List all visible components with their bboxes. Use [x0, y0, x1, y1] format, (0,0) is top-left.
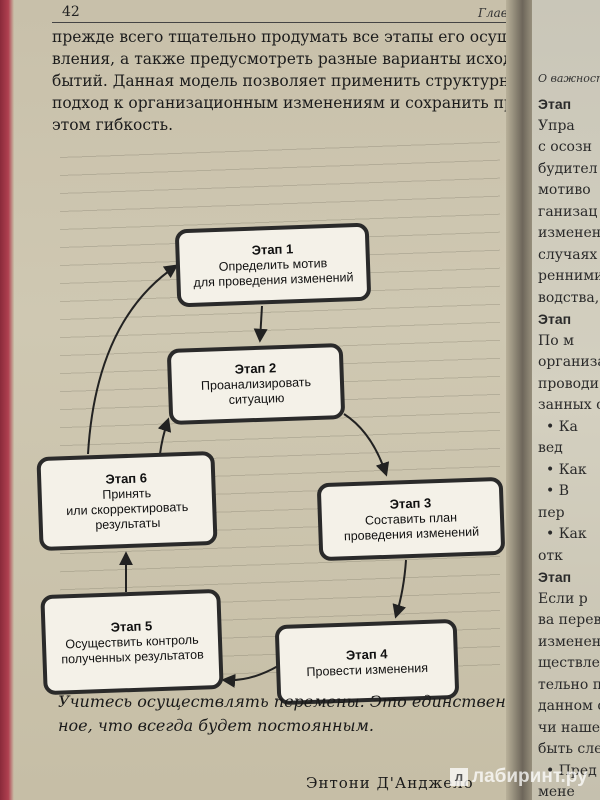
right-page-line: чи нашег [538, 719, 600, 736]
paragraph-line: этом гибкость. [52, 116, 173, 134]
stage-1-box: Этап 1 Определить мотив для проведения и… [174, 222, 372, 308]
right-page-line: занных с [538, 397, 600, 413]
book-cover-edge [0, 0, 14, 800]
right-running-head: О важност [538, 72, 600, 85]
body-paragraph: прежде всего тщательно продумать все эта… [52, 26, 516, 136]
right-page-line: ществлен [538, 655, 600, 671]
right-page-line: тельно пр [538, 676, 600, 693]
right-page-line: мотиво [538, 182, 591, 198]
stage-title: Этап 4 [345, 645, 388, 663]
page-number: 42 [62, 4, 80, 20]
paragraph-line: вления, а также предусмотреть разные вар… [52, 50, 516, 68]
right-page-line: будител [538, 160, 598, 177]
stage-text: для проведения изменений [193, 270, 354, 290]
right-page-line: • Как [546, 461, 587, 478]
stage-text: Принять [102, 485, 152, 502]
stage-title: Этап 2 [234, 360, 277, 377]
arrow-6-to-2 [157, 417, 172, 455]
stage-3-box: Этап 3 Составить план проведения изменен… [316, 476, 506, 562]
labirint-logo-icon: л [450, 767, 468, 786]
stage-text: результаты [95, 515, 161, 532]
arrow-2-to-3 [343, 413, 390, 477]
quote-line: Учитесь осуществлять перемены. Это единс… [58, 692, 512, 711]
stage-title: Этап 6 [105, 469, 148, 487]
right-page-line: ренними [538, 268, 600, 284]
stage-text: ситуацию [228, 391, 285, 407]
stage-5-box: Этап 5 Осуществить контроль полученных р… [40, 588, 224, 696]
epigraph-quote: Учитесь осуществлять перемены. Это единс… [58, 690, 512, 738]
cycle-arrows [87, 264, 407, 688]
book-gutter [506, 0, 536, 800]
right-page-line: водства, [538, 289, 600, 306]
arrow-6-to-1 [87, 264, 179, 455]
stage-title: Этап 3 [389, 495, 432, 512]
paragraph-line: прежде всего тщательно продумать все эта… [52, 28, 516, 46]
quote-author: Энтони Д'Анджело [306, 774, 474, 792]
quote-line: ное, что всегда будет постоянным. [58, 716, 374, 735]
right-page-line: ганизац [538, 203, 598, 220]
right-page-line: • Пред [546, 762, 597, 779]
right-page-line: Этап [538, 96, 572, 112]
paragraph-line: подход к организационным изменениям и со… [52, 94, 516, 112]
watermark-text: лабиринт.ру [472, 766, 588, 787]
arrow-1-to-2 [253, 305, 268, 343]
right-page-line: Упра [538, 117, 575, 134]
arrow-3-to-4 [392, 559, 407, 619]
right-page-line: случаях [538, 246, 598, 263]
right-page-line: • В [546, 483, 569, 499]
right-page-line: быть след [538, 741, 600, 757]
stage-text: проведения изменений [343, 524, 480, 544]
right-page-line: отк [538, 547, 563, 564]
right-page-line: с осозн [538, 139, 592, 155]
paragraph-line: бытий. Данная модель позволяет применить… [52, 72, 516, 90]
right-page-line: пер [538, 504, 565, 521]
right-page-line: мене [538, 784, 575, 800]
right-page-line: данном с [538, 698, 600, 714]
right-page-line: ва переве [538, 612, 600, 628]
right-page-line: • Ка [546, 418, 578, 435]
stage-title: Этап 5 [110, 618, 153, 635]
arrow-4-to-5 [221, 665, 279, 688]
right-page-line: изменен [538, 225, 600, 241]
stage-title: Этап 1 [251, 241, 294, 258]
right-page-line: вед [538, 440, 563, 456]
left-page: 42 Глава 2 прежде всего тщательно продум… [0, 0, 516, 800]
right-page-line: • Как [546, 526, 587, 542]
right-page-line: проводи [538, 375, 599, 392]
right-page-line: изменени [538, 633, 600, 650]
stage-6-box: Этап 6 Принять или скорректировать резул… [36, 450, 218, 552]
stage-2-box: Этап 2 Проанализировать ситуацию [166, 342, 346, 426]
right-page-line: По м [538, 332, 574, 349]
right-page-line: Этап [538, 569, 572, 585]
header-rule [52, 22, 512, 23]
right-page-line: организа [538, 354, 600, 370]
right-page-line: Если р [538, 590, 588, 607]
right-page-line: Этап [538, 311, 572, 327]
stage-text: Провести изменения [306, 660, 429, 679]
